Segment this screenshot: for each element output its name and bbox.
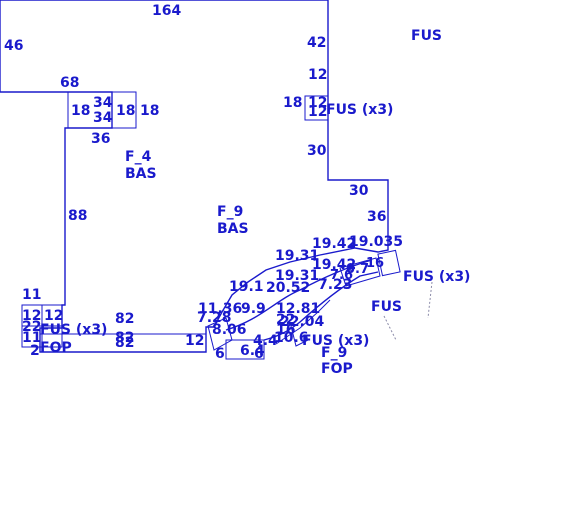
dim-19-1: 19.1 xyxy=(229,279,264,295)
pattern-outlines xyxy=(0,0,433,360)
dim-18b: 18 xyxy=(116,103,135,119)
dim-68: 68 xyxy=(60,75,79,91)
collar-block xyxy=(67,91,137,129)
label-f9-bas: BAS xyxy=(217,221,249,237)
small-piece-a xyxy=(225,339,265,360)
dim-30a: 30 xyxy=(307,143,327,159)
tab-block xyxy=(304,95,329,121)
curve-lower-a xyxy=(225,259,373,331)
dim-11b: 11 xyxy=(22,330,41,346)
label-f4-bas: BAS xyxy=(125,166,157,182)
curve-lower-d xyxy=(289,321,309,347)
dim-36b: 36 xyxy=(367,209,386,225)
small-piece-c xyxy=(377,249,401,277)
dim-11: 11 xyxy=(22,287,41,303)
dim-19-035: 19.035 xyxy=(349,234,403,250)
dim-19-42a: 19.42 xyxy=(312,236,356,252)
dim-82c: 82 xyxy=(115,335,134,351)
dim-12c: 12 xyxy=(308,104,327,120)
label-fus-x3-left: FUS (x3) xyxy=(40,322,107,338)
dim-6a: 6 xyxy=(215,346,225,362)
curve-lower-c xyxy=(275,299,331,345)
dim-22: 22 xyxy=(22,319,41,335)
dim-34a: 34 xyxy=(93,95,113,111)
dim-0-7: 0.7 xyxy=(346,262,369,277)
dim-12b: 12 xyxy=(308,95,327,111)
small-piece-b xyxy=(207,317,233,351)
curve-lower-b xyxy=(263,271,379,341)
label-f9: F_9 xyxy=(217,204,243,220)
dim-88: 88 xyxy=(68,208,87,224)
dim-164: 164 xyxy=(152,3,181,19)
dim-82a: 82 xyxy=(115,311,134,327)
label-fus-right: FUS xyxy=(371,299,402,315)
dim-7-6: 7.6 xyxy=(330,268,353,283)
dim-7-28: 7.28 xyxy=(197,310,232,326)
dim-2: 2 xyxy=(30,343,40,359)
dim-36a: 36 xyxy=(91,131,110,147)
label-f9-lower: F_9 xyxy=(321,345,347,361)
dim-18d: 18 xyxy=(283,95,302,111)
label-f4: F_4 xyxy=(125,149,152,165)
label-fus-x3-right: FUS (x3) xyxy=(403,269,470,285)
dim-16b: 16 xyxy=(276,322,295,338)
grain-line-a xyxy=(383,315,397,341)
label-fus-x3-upper: FUS (x3) xyxy=(326,102,393,118)
dim-12f: 12 xyxy=(185,333,204,349)
main-outline xyxy=(0,0,389,353)
dim-16: 16 xyxy=(366,256,384,271)
grain-line-b xyxy=(427,281,433,319)
dim-18c: 18 xyxy=(140,103,159,119)
dim-11-36: 11.36 xyxy=(198,301,242,317)
dim-6-4: 6.4 xyxy=(240,343,265,359)
dim-42: 42 xyxy=(307,35,326,51)
dim-22b: 22 xyxy=(276,312,295,328)
dim-18a: 18 xyxy=(71,103,90,119)
dim-6b: 6 xyxy=(254,346,264,362)
dim-19-42b: 19.42 xyxy=(312,257,356,273)
label-fop-left: FOP xyxy=(40,340,72,356)
dim-7-23: 7.23 xyxy=(318,277,353,293)
dim-30b: 30 xyxy=(349,183,369,199)
dim-19-31b: 19.31 xyxy=(275,268,319,284)
dim-4-4: 4.4 xyxy=(253,333,278,349)
dim-46: 46 xyxy=(4,38,23,54)
dim-12d: 12 xyxy=(22,308,41,324)
dim-9-9: 9.9 xyxy=(241,301,266,317)
label-fus-x3-lower: FUS (x3) xyxy=(302,333,369,349)
dim-12e: 12 xyxy=(44,308,63,324)
dim-34b: 34 xyxy=(93,110,113,126)
dim-10-6: 10.6 xyxy=(274,330,309,346)
dimension-labels: 164 46 42 68 12 18 34 34 18 18 18 12 12 … xyxy=(4,3,403,362)
dim-20-52: 20.52 xyxy=(266,280,310,296)
dim-12a: 12 xyxy=(308,67,327,83)
dim-12-81: 12.81 xyxy=(276,301,320,317)
dim-19-31a: 19.31 xyxy=(275,248,319,264)
dim-8-06: 8.06 xyxy=(212,322,247,338)
label-fus-top: FUS xyxy=(411,28,442,44)
dim-22-04: 22.04 xyxy=(280,314,325,330)
dim-82b: 82 xyxy=(115,330,134,346)
small-piece-d xyxy=(339,257,381,287)
label-fop-lower: FOP xyxy=(321,361,353,377)
section-labels: FUS FUS (x3) F_4 BAS F_9 BAS FUS (x3) FU… xyxy=(40,28,470,377)
